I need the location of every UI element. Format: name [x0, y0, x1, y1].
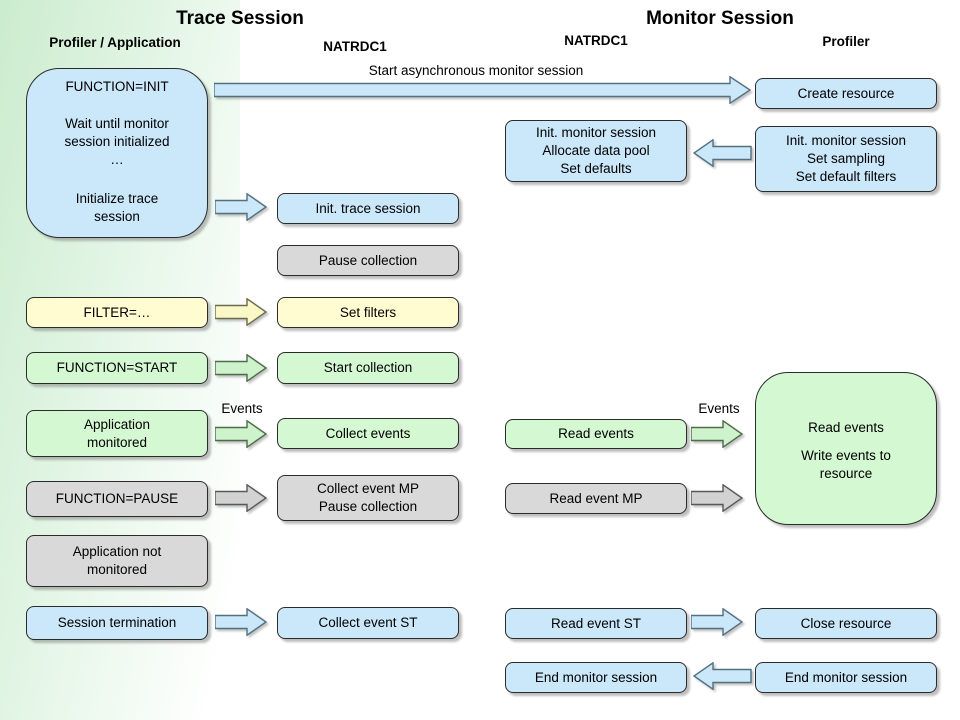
box-function-pause: FUNCTION=PAUSE [26, 481, 208, 517]
box-line: Pause collection [318, 499, 418, 514]
box-line: resource [819, 466, 873, 481]
title-trace-session: Trace Session [176, 8, 304, 29]
box-create-resource: Create resource [755, 78, 937, 109]
box-line: Read event ST [550, 615, 642, 631]
box-line: FUNCTION=PAUSE [55, 491, 179, 506]
box-line: FILTER=… [83, 304, 151, 320]
box-set-filters: Set filters [277, 297, 459, 328]
box-line: Init. monitor session [535, 125, 657, 140]
box-function-start: FUNCTION=START [26, 352, 208, 384]
arrow-read-event-mp [691, 484, 743, 512]
arrow-init-monitor-session [693, 139, 752, 167]
box-start-collection: Start collection [277, 352, 459, 384]
box-collect-events: Collect events [277, 418, 459, 449]
box-line: Allocate data pool [542, 143, 650, 158]
box-line: Read events [558, 426, 634, 441]
box-line: Application [83, 416, 151, 432]
box-application-monitored: Application monitored [26, 410, 208, 457]
box-read-event-mp: Read event MP [505, 483, 687, 514]
box-line: Start collection [323, 360, 413, 375]
box-application-not-monitored: Application not monitored [26, 535, 208, 587]
box-line: Set filters [339, 304, 397, 320]
box-line: Collect event MP [316, 481, 420, 496]
header-profiler-application: Profiler / Application [49, 35, 181, 50]
box-line: End monitor session [784, 669, 908, 685]
box-line: Set default filters [795, 169, 897, 184]
box-collect-event-mp: Collect event MP Pause collection [277, 475, 459, 521]
box-end-monitor-session-profiler: End monitor session [755, 662, 937, 693]
box-read-write-events: Read events Write events to resource [755, 372, 937, 525]
header-profiler: Profiler [822, 34, 870, 49]
box-line: session [94, 209, 140, 224]
header-natrdc1-trace: NATRDC1 [323, 39, 387, 54]
arrow-set-filters [215, 298, 267, 326]
box-line: Set defaults [560, 161, 632, 176]
box-line: Read events [808, 420, 884, 435]
box-pause-collection: Pause collection [277, 245, 459, 276]
arrow-collect-events [215, 420, 267, 448]
arrow-end-monitor-session [693, 662, 752, 690]
box-line: FUNCTION=START [56, 360, 178, 375]
box-line: End monitor session [534, 669, 658, 685]
box-init-monitor-session-natrdc1: Init. monitor session Allocate data pool… [505, 120, 687, 182]
arrow-collect-event-mp [215, 484, 267, 512]
label-events-left: Events [221, 401, 263, 416]
arrow-read-events [691, 420, 743, 448]
box-line: Collect events [325, 425, 411, 441]
box-line: monitored [86, 434, 148, 450]
box-line: Init. trace session [315, 200, 421, 216]
box-line: Collect event ST [318, 615, 418, 630]
arrow-start-async-monitor-session [214, 76, 751, 104]
box-init-monitor-session-profiler: Init. monitor session Set sampling Set d… [755, 126, 937, 192]
box-line: Session termination [57, 615, 177, 630]
label-start-async-monitor-session: Start asynchronous monitor session [368, 63, 584, 78]
box-read-event-st: Read event ST [505, 608, 687, 639]
box-line: Write events to [801, 448, 891, 463]
box-session-termination: Session termination [26, 606, 208, 640]
box-line: Wait until monitor [65, 116, 169, 131]
box-line: Set sampling [806, 151, 886, 166]
title-monitor-session: Monitor Session [646, 8, 794, 29]
box-read-events: Read events [505, 419, 687, 449]
box-line: Initialize trace [75, 191, 159, 206]
box-line: monitored [86, 562, 148, 577]
box-function-init: FUNCTION=INIT Wait until monitor session… [26, 68, 208, 238]
box-line: FUNCTION=INIT [65, 79, 169, 94]
label-events-right: Events [698, 401, 740, 416]
box-line: session initialized [64, 134, 170, 149]
header-natrdc1-monitor: NATRDC1 [564, 33, 628, 48]
box-line: Read event MP [549, 490, 643, 506]
box-line: Pause collection [318, 252, 418, 268]
box-end-monitor-session-natrdc1: End monitor session [505, 662, 687, 693]
box-init-trace-session: Init. trace session [277, 193, 459, 224]
arrow-read-event-st [691, 608, 743, 636]
box-line: Application not [72, 544, 162, 559]
box-close-resource: Close resource [755, 608, 937, 639]
arrow-collect-event-st [215, 608, 267, 636]
box-filter: FILTER=… [26, 297, 208, 328]
arrow-init-trace-session [215, 193, 267, 221]
box-collect-event-st: Collect event ST [277, 607, 459, 639]
box-line: Close resource [800, 615, 892, 631]
box-line: Init. monitor session [785, 133, 907, 148]
arrow-start-collection [215, 354, 267, 382]
box-line: Create resource [797, 85, 895, 101]
box-line: … [110, 152, 124, 167]
